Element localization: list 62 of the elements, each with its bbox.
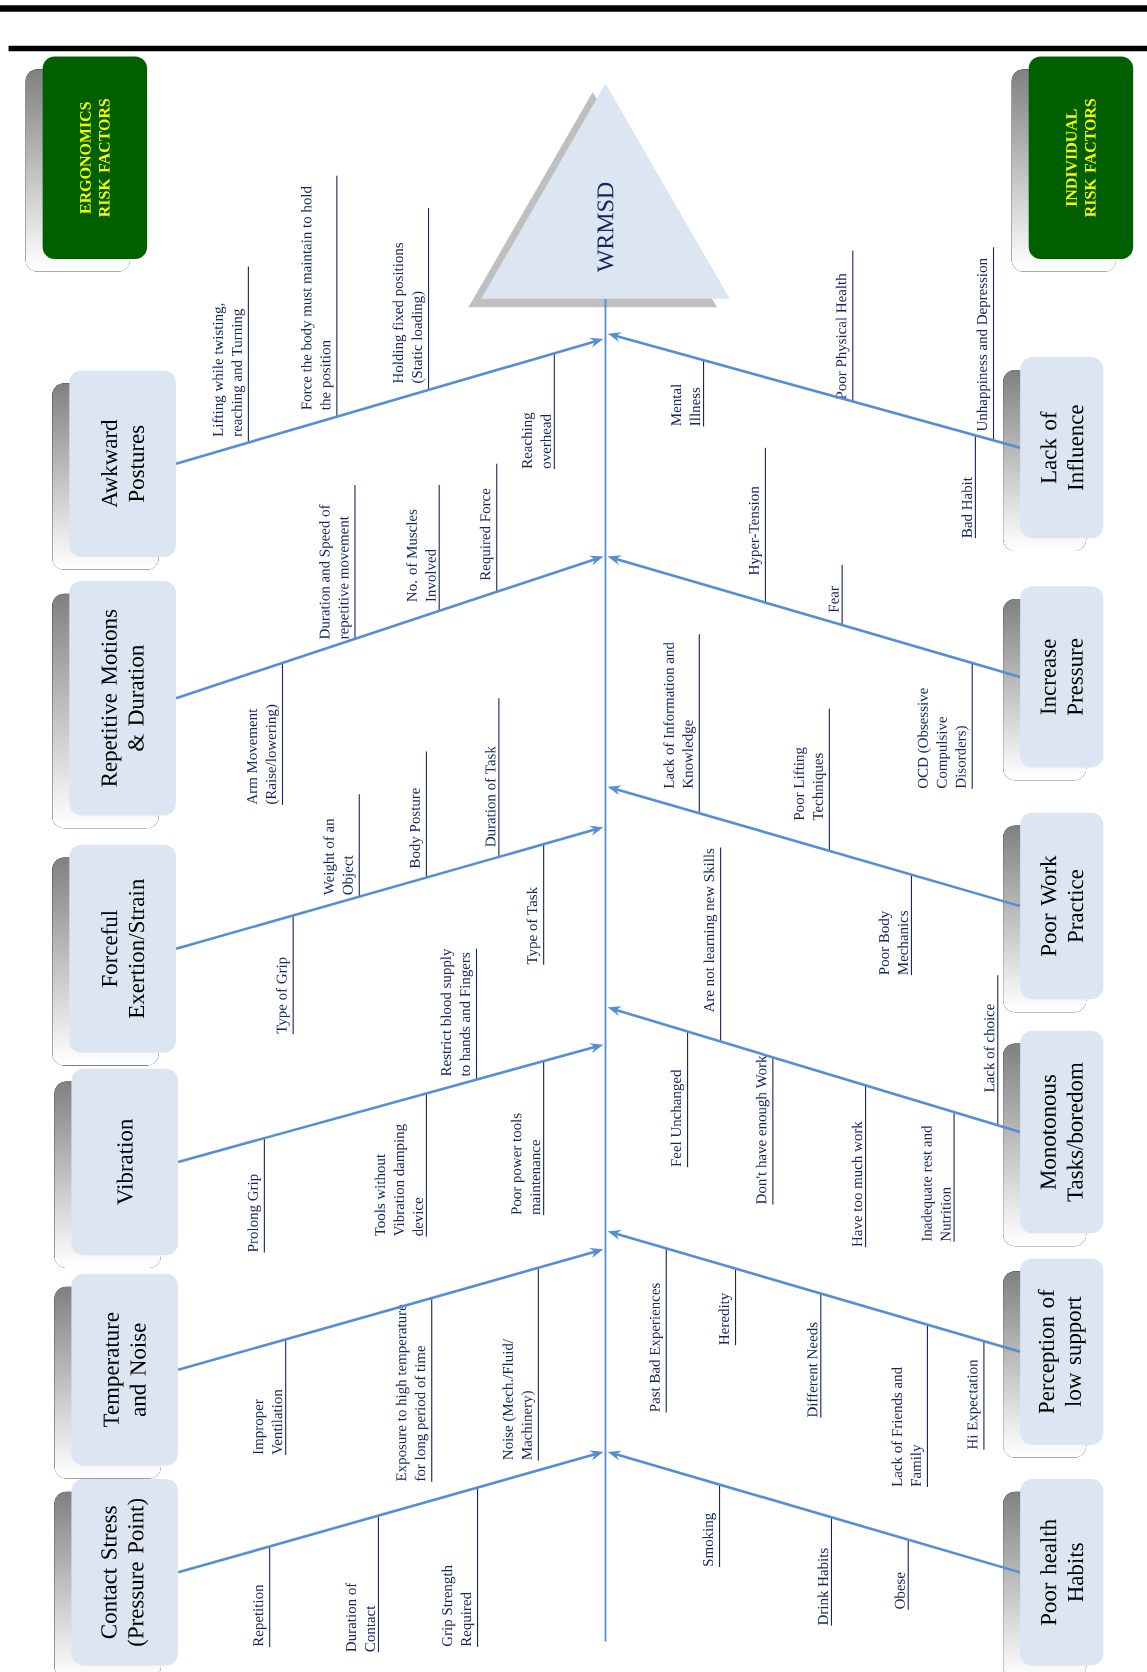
category-box: Forceful Exertion/Strain (52, 844, 176, 1066)
cause-text: Duration of Task (484, 746, 496, 847)
cause-text: Don't have enough Work (755, 1055, 770, 1204)
cause-text: Repetition (253, 1584, 267, 1647)
cause-text: Required Force (479, 488, 494, 581)
cause-text: Poor Lifting Techniques (793, 747, 826, 821)
cause-text: Inadequate rest and Nutrition (921, 1125, 951, 1242)
cause-text: Hi Expectation (967, 1359, 981, 1450)
cause-text: Duration of Contact (345, 1582, 376, 1652)
cause-text: Exposure to high temperature for long period of time (395, 1304, 429, 1482)
cause-text: Past Bad Experiences (649, 1283, 663, 1412)
cause-text: Lack of Information and Knowledge (663, 642, 696, 789)
category-box: Temperature and Noise (54, 1273, 178, 1479)
cause-text: Improper Ventilation (253, 1389, 283, 1455)
category-box: Increase Pressure (1003, 586, 1104, 781)
problem-triangle: WRMSD (468, 83, 730, 308)
category-box: Repetitive Motions & Duration (52, 580, 176, 829)
cause-text: Hyper-Tension (748, 486, 762, 575)
cause-text: Prolong Grip (247, 1174, 261, 1252)
cause-text: Weight of an Object (323, 818, 356, 896)
category-box: Poor Work Practice (1003, 812, 1104, 1013)
cause-text: Unhappiness and Depression (976, 258, 991, 432)
cause-text: Poor Body Mechanics (878, 910, 909, 975)
cause-text: Different Needs (806, 1322, 818, 1418)
cause-text: Lack of Friends and Family (891, 1367, 924, 1487)
cause-text: Restrict blood supply to hands and Fingers (440, 948, 474, 1077)
category-box: Vibration (54, 1068, 178, 1268)
cause-text: Bad Habit (961, 477, 972, 538)
cause-text: Fear (828, 586, 839, 613)
cause-text: Obese (894, 1572, 905, 1609)
cause-text: Have too much work (851, 1121, 863, 1247)
cause-text: No. of Muscles Involved (406, 509, 436, 602)
cause-text: Are not learning new Skills (703, 848, 718, 1013)
category-box: Monotonous Tasks/boredom (1003, 1030, 1104, 1247)
heading-box: ERGONOMICS RISK FACTORS (25, 56, 148, 272)
cause-text: Force the body must maintain to hold the position (301, 186, 334, 411)
category-box: Lack of Influence (1003, 357, 1104, 552)
cause-text: Body Posture (409, 788, 423, 869)
cause-text: Grip Strength Required (441, 1565, 475, 1647)
cause-text: Arm Movement (Raise/lowering) (247, 704, 280, 805)
cause-text: Feel Unchanged (670, 1069, 685, 1167)
cause-text: Mental Illness (670, 384, 701, 426)
heading-box: INDIVIDUAL RISK FACTORS (1011, 56, 1134, 272)
cause-text: OCD (Obsessive Compulsive Disorders) (917, 688, 969, 789)
cause-text: Smoking (702, 1513, 717, 1566)
cause-text: Drink Habits (817, 1548, 829, 1625)
cause-text: Type of Task (526, 886, 541, 965)
cause-text: Poor power tools maintenance (510, 1113, 541, 1215)
category-box: Contact Stress (Pressure Point) (54, 1479, 178, 1672)
cause-text: Heredity (718, 1292, 733, 1345)
cause-text: Lack of choice (983, 1004, 995, 1092)
category-box: Awkward Postures (52, 370, 176, 570)
cause-text: Noise (Mech./Fluid/ Machinery) (502, 1339, 535, 1460)
cause-text: Tools without Vibration damping device (374, 1124, 423, 1237)
cause-text: Holding fixed positions (Static loading) (392, 242, 426, 384)
cause-text: Duration and Speed of repetitive movement (318, 504, 352, 640)
category-box: Perception of low support (1003, 1258, 1104, 1458)
cause-text: Type of Grip (276, 957, 290, 1034)
cause-text: Lifting while twisting, reaching and Turning (212, 303, 245, 437)
cause-text: Reaching overhead (521, 412, 551, 469)
spine-line (604, 298, 607, 1643)
category-box: Poor health Habits (1003, 1479, 1104, 1672)
